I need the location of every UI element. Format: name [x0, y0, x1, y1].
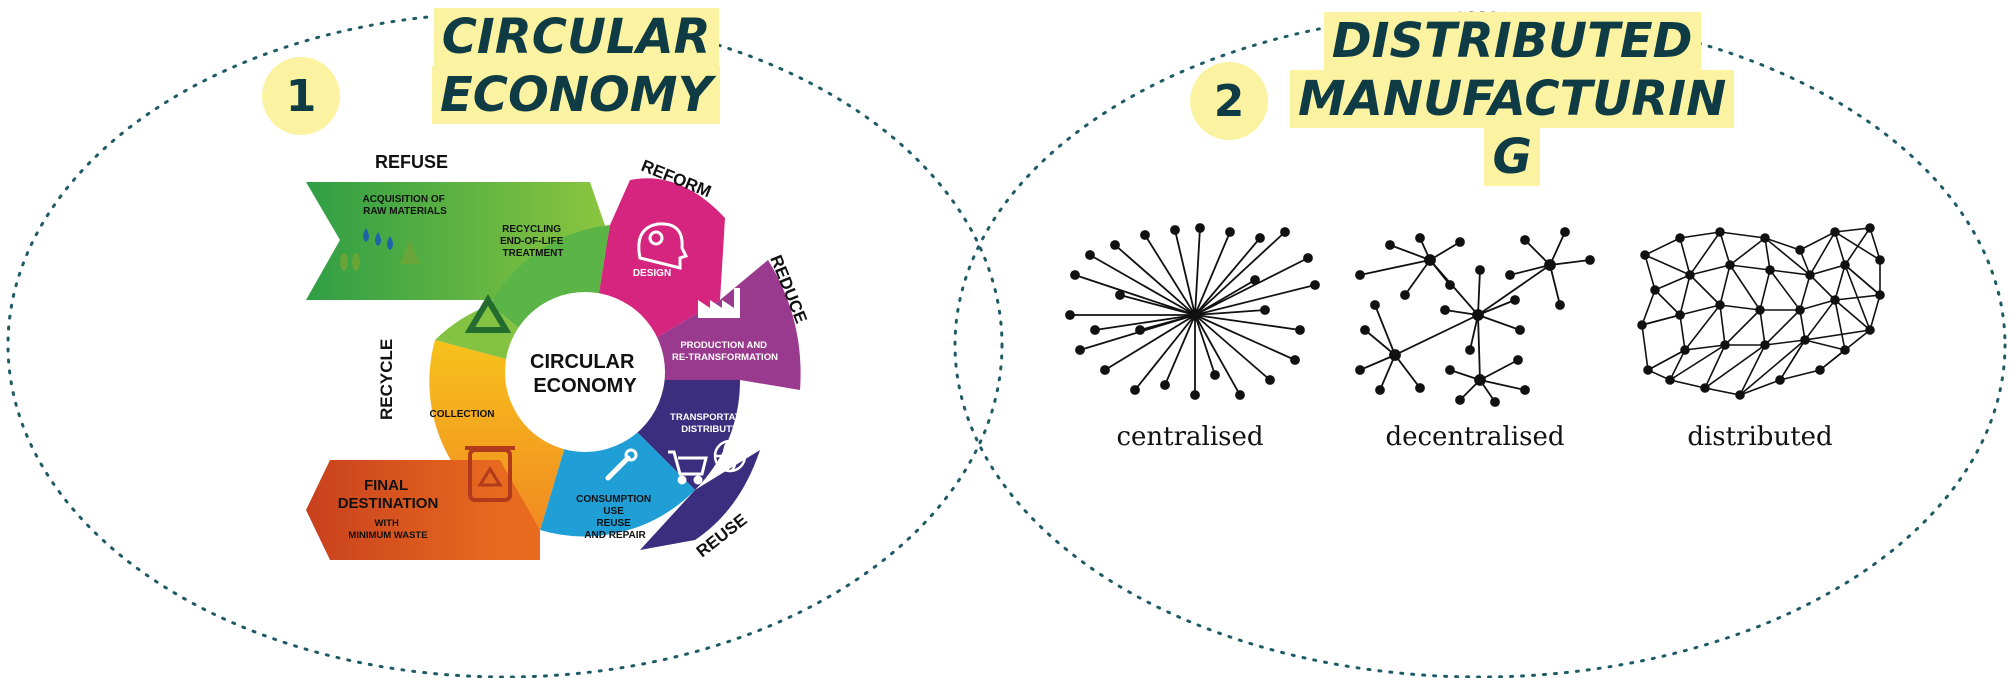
- center-text: ECONOMY: [533, 375, 637, 397]
- centralised-network: [1065, 223, 1320, 400]
- reuse-band: [640, 450, 760, 550]
- plants-icon: [340, 240, 420, 271]
- distributed-label: distributed: [1687, 422, 1833, 452]
- svg-text:ACQUISITION OF RAW MATERIA: ACQUISITION OF RAW MATERIALS: [362, 194, 447, 217]
- title-line: CIRCULAR: [433, 8, 719, 66]
- cart-icon: [668, 450, 708, 485]
- head-gears-icon: [637, 222, 689, 270]
- center-text: CIRCULAR: [530, 351, 635, 373]
- final-destination-title: FINAL: [364, 477, 408, 494]
- svg-text:RECYCLING END-OF-LIFE: RECYCLING END-OF-LIFE TREATMENT: [500, 224, 566, 259]
- centralised-label: centralised: [1116, 422, 1264, 452]
- title-line: MANUFACTURIN: [1290, 70, 1735, 128]
- wheel-center: [505, 292, 665, 452]
- acquisition-text: RAW MATERIALS: [363, 206, 447, 217]
- title-line: DISTRIBUTED: [1323, 12, 1701, 70]
- final-destination-arrow: [306, 460, 500, 560]
- recycle-icon: [464, 294, 512, 333]
- svg-text:WITH MINIMUM WASTE: WITH MINIMUM WASTE: [348, 518, 427, 541]
- acquisition-text: ACQUISITION OF: [362, 194, 444, 205]
- recycling-text: TREATMENT: [503, 248, 564, 259]
- title-line: ECONOMY: [432, 66, 721, 124]
- final-destination-sub: MINIMUM WASTE: [348, 530, 427, 541]
- reform-band: [610, 178, 725, 300]
- globe-icon: [713, 439, 747, 473]
- title-line: G: [1484, 128, 1540, 186]
- transport-text: TRANSPORTATION: [670, 412, 757, 423]
- consumption-text: REUSE: [596, 518, 631, 529]
- decentralised-network: [1355, 227, 1595, 407]
- distributed-manufacturing-title: DISTRIBUTED MANUFACTURIN G: [1290, 12, 1735, 186]
- factory-icon: [698, 288, 740, 318]
- circular-economy-wheel: REFUSE REFORM REDUCE REUSE RECYCLE ACQUI…: [306, 152, 811, 561]
- label-refuse: REFUSE: [375, 152, 448, 172]
- recycle-bin-icon: [465, 446, 515, 502]
- design-text: DESIGN: [633, 268, 671, 279]
- recycling-text: RECYCLING: [502, 224, 561, 235]
- recycling-text: END-OF-LIFE: [500, 236, 564, 247]
- production-text: RE-TRANSFORMATION: [672, 352, 778, 363]
- final-destination-sub: WITH: [375, 518, 399, 529]
- final-destination-title: DESTINATION: [338, 495, 439, 512]
- consumption-text: CONSUMPTION: [576, 494, 651, 505]
- distributed-network: [1637, 223, 1885, 400]
- circular-economy-title: CIRCULAR ECONOMY: [432, 8, 721, 124]
- svg-text:CONSUMPTION USE REUSE: CONSUMPTION USE REUSE AND REPAIR: [576, 494, 654, 541]
- consumption-text: USE: [603, 506, 624, 517]
- step-number-2: 2: [1190, 62, 1268, 140]
- label-recycle: RECYCLE: [377, 339, 396, 420]
- transport-text: DISTRIBUTION: [681, 424, 749, 435]
- decentralised-label: decentralised: [1385, 422, 1565, 452]
- production-text: PRODUCTION AND: [680, 340, 767, 351]
- reduce-band: [720, 260, 801, 390]
- wrench-icon: [605, 448, 638, 481]
- water-drops-icon: [363, 228, 393, 250]
- svg-text:FINAL DESTINATION: FINAL DESTINATION: [338, 477, 439, 512]
- svg-text:TRANSPORTATION DISTRIBUTIO: TRANSPORTATION DISTRIBUTION: [670, 412, 760, 435]
- collection-text: COLLECTION: [430, 409, 495, 420]
- svg-text:CIRCULAR ECONOMY: CIRCULAR ECONOMY: [530, 351, 640, 397]
- step-number-1: 1: [262, 57, 340, 135]
- consumption-text: AND REPAIR: [584, 530, 646, 541]
- svg-text:PRODUCTION AND RE-TRANSFOR: PRODUCTION AND RE-TRANSFORMATION: [672, 340, 778, 363]
